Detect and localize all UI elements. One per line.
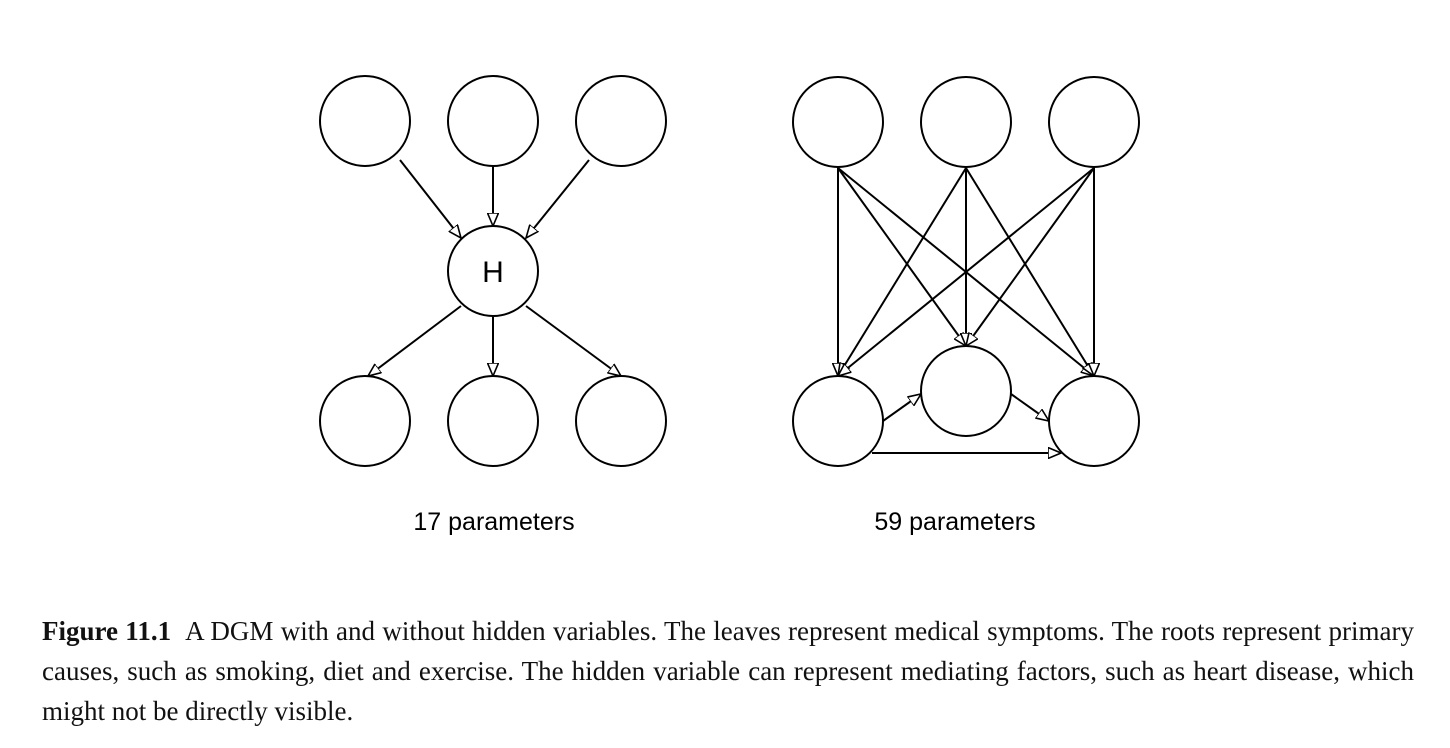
leaf-node-2 [447,375,539,467]
hidden-node [447,225,539,317]
right-diagram: 59 parameters [792,76,1140,536]
leaf-node-3 [575,375,667,467]
edge-root3-to-leaf1 [838,167,1095,376]
root-node-3 [575,75,667,167]
edge-root3-to-leaf2 [966,167,1095,346]
leaf-node-1 [792,375,884,467]
root-node-1 [792,76,884,168]
hidden-node-label: H [482,256,504,289]
root-node-2 [447,75,539,167]
figure-caption-text: A DGM with and without hidden variables.… [42,616,1414,726]
leaf-node-1 [319,375,411,467]
edge-root2-to-leaf1 [838,167,967,376]
left-edges [368,159,621,376]
edge-root2-to-leaf3 [965,167,1094,376]
right-edges [837,167,1095,453]
left-parameter-label: 17 parameters [413,508,574,536]
right-nodes [792,76,1140,467]
root-node-3 [1048,76,1140,168]
edge-leaf2-to-leaf3 [1010,393,1049,421]
edge-leaf1-to-leaf2 [882,394,921,422]
edge-hidden-to-leaf1 [368,305,462,376]
edge-hidden-to-leaf3 [525,305,621,376]
left-diagram: H 17 parameters [319,75,667,536]
edge-root3-to-hidden [526,159,590,238]
leaf-node-2 [920,345,1012,437]
root-node-1 [319,75,411,167]
dgm-diagram: H 17 parameters [319,75,1140,536]
edge-root1-to-hidden [399,159,461,238]
leaf-node-3 [1048,375,1140,467]
edge-root1-to-leaf2 [837,167,966,346]
root-node-2 [920,76,1012,168]
figure-caption-label: Figure 11.1 [42,616,172,646]
left-nodes: H [319,75,667,467]
right-parameter-label: 59 parameters [874,508,1035,536]
